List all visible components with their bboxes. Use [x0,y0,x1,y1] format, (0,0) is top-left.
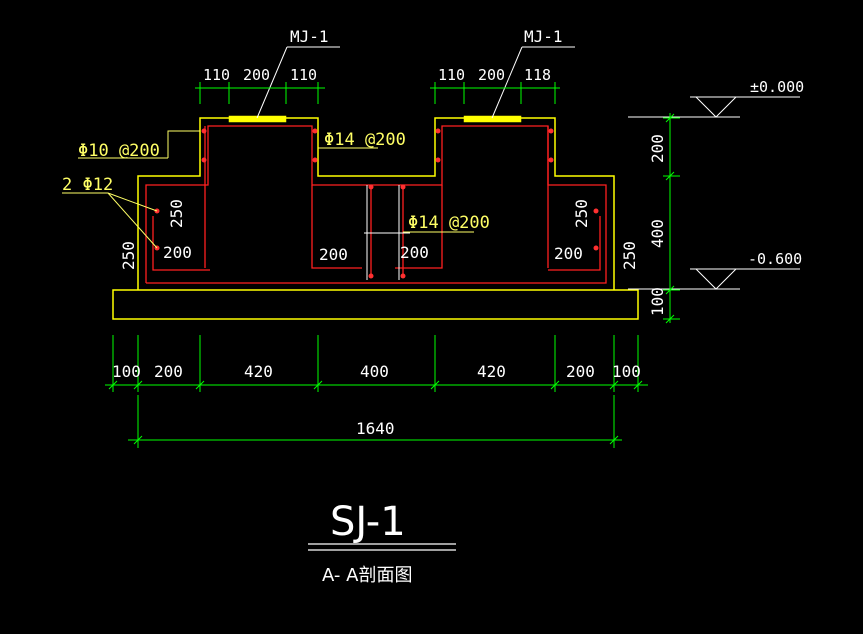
embedded-plate-left: MJ-1 [228,27,340,123]
plate-dim-right-1: 110 [438,66,465,84]
bottom-dim-5: 420 [477,362,506,381]
elevation-bottom-label: -0.600 [748,250,802,268]
rebar-label-pier-vertical: Φ14 @200 [324,130,406,150]
right-dim-200: 200 [648,134,667,163]
title-underline [308,543,456,551]
concrete-outline [112,117,639,320]
embedded-plate-right: MJ-1 [463,27,575,123]
left-pier-inner-bar-2 [311,185,362,269]
right-dim-100: 100 [648,287,667,316]
right-vertical-dim-lines [663,113,680,324]
drawing-subtitle: A- A剖面图 [322,565,412,586]
internal-dim-left-hook-horizontal: 200 [163,243,192,262]
right-hook-bar [548,216,601,271]
rebar-cage [145,125,607,284]
plate-dim-left-2: 200 [243,66,270,84]
internal-dim-right-hook-horizontal: 200 [554,244,583,263]
internal-dim-left-hook-vertical: 250 [167,199,186,228]
bottom-dim-6: 200 [566,362,595,381]
bottom-dim-3: 420 [244,362,273,381]
rebar-leaders [62,130,474,249]
rebar-dots [154,128,599,279]
bottom-dim-lines [105,335,648,448]
plate-dim-left-1: 110 [203,66,230,84]
plate-label-left: MJ-1 [290,27,329,46]
bottom-dim-2: 200 [154,362,183,381]
plate-dim-left-3: 110 [290,66,317,84]
center-bar-ticks [364,185,410,280]
rebar-label-center-vertical: Φ14 @200 [408,213,490,233]
right-dim-400: 400 [648,219,667,248]
elevation-top-label: ±0.000 [750,78,804,96]
bottom-dim-1: 100 [112,362,141,381]
internal-dim-center-left: 200 [319,245,348,264]
plate-label-right: MJ-1 [524,27,563,46]
plate-dim-lines [195,82,560,104]
left-height-dim: 250 [119,241,138,270]
bottom-dim-4: 400 [360,362,389,381]
right-height-dim: 250 [620,241,639,270]
bottom-dim-7: 100 [612,362,641,381]
total-width-dim: 1640 [356,419,395,438]
right-pier-inner-bar [395,185,443,269]
elevation-marker-top [628,96,800,118]
internal-dim-center-right: 200 [400,243,429,262]
rebar-label-side-bars: 2 Φ12 [62,175,113,195]
rebar-label-top-stirrup: Φ10 @200 [78,141,160,161]
internal-dim-right-hook-vertical: 250 [572,199,591,228]
left-hook-bar [152,216,210,271]
base-slab [112,289,639,320]
drawing-title: SJ-1 [330,499,406,545]
plate-dim-right-3: 118 [524,66,551,84]
elevation-marker-bottom [628,268,800,290]
footing-profile [137,117,615,290]
plate-dim-right-2: 200 [478,66,505,84]
